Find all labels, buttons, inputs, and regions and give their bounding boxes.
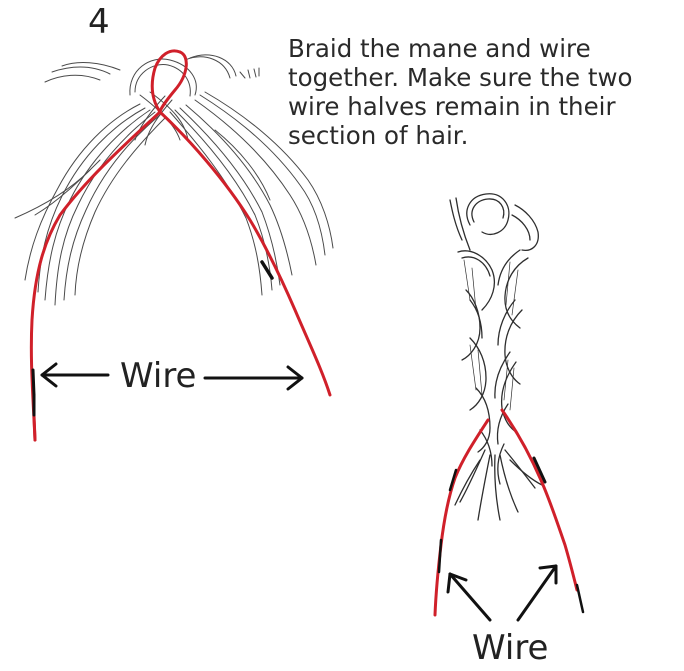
wire-label-left: Wire — [120, 356, 196, 396]
step-number: 4 — [88, 2, 110, 42]
instruction-text: Braid the mane and wire together. Make s… — [288, 34, 678, 150]
right-wire-arrows — [448, 566, 556, 620]
wire-label-right: Wire — [472, 628, 548, 668]
right-braid — [450, 194, 542, 520]
